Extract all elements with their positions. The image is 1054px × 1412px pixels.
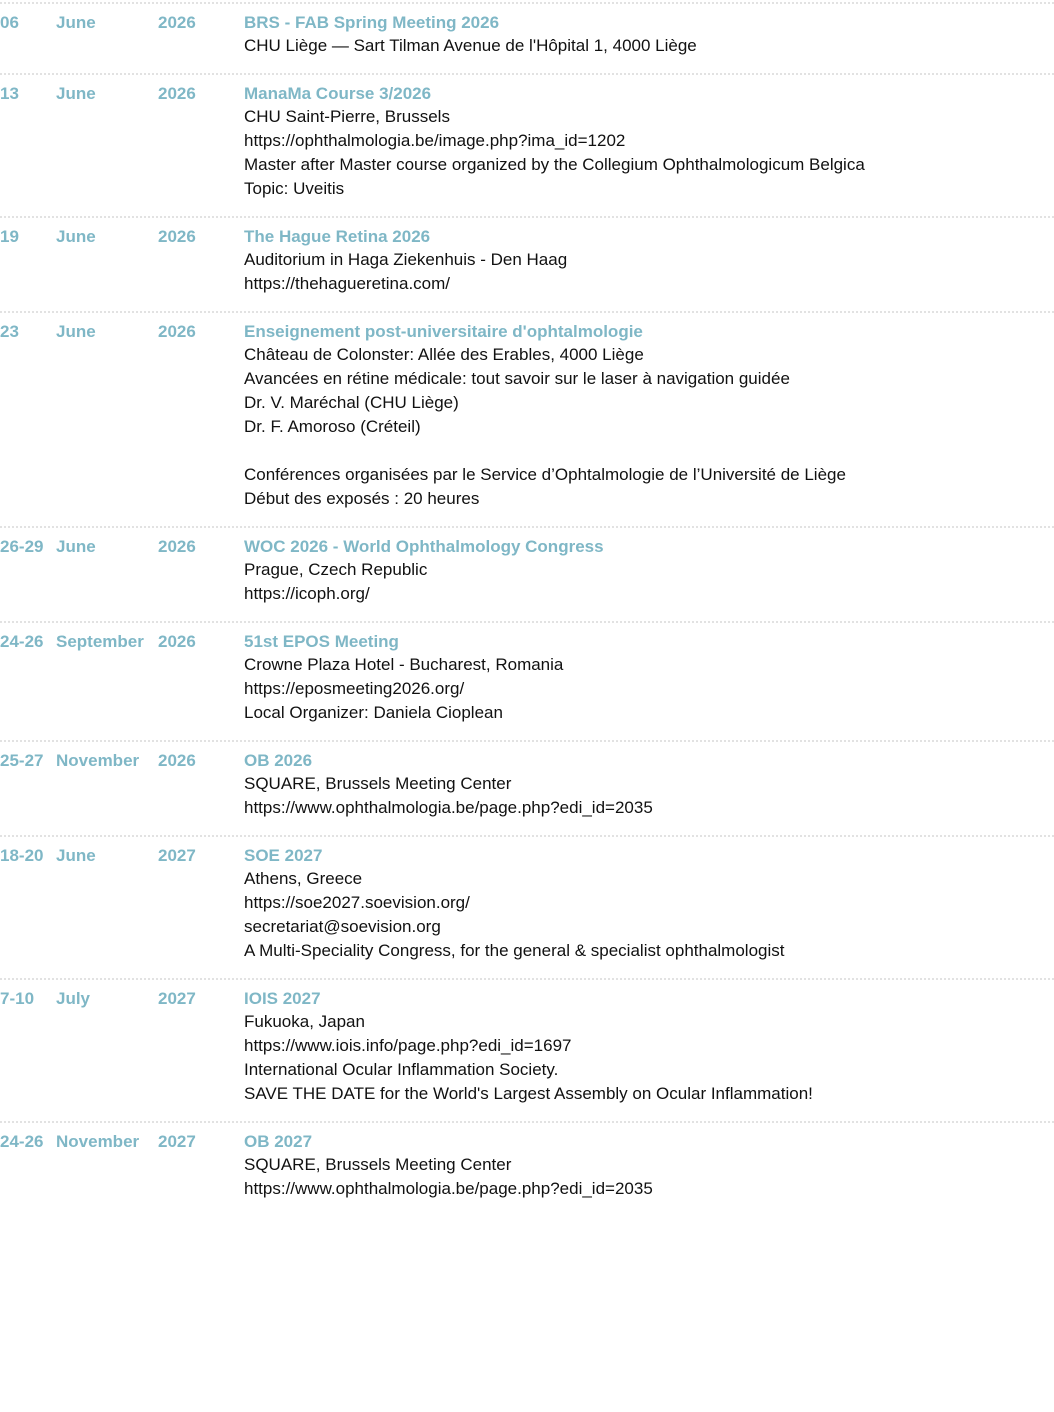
event-detail-line: Local Organizer: Daniela Cioplean	[244, 703, 503, 722]
event-detail-line: A Multi-Speciality Congress, for the gen…	[244, 941, 785, 960]
event-title-link[interactable]: ManaMa Course 3/2026	[244, 84, 432, 103]
event-year: 2026	[158, 632, 196, 651]
event-link[interactable]: https://eposmeeting2026.org/	[244, 679, 465, 698]
event-link[interactable]: https://www.ophthalmologia.be/page.php?e…	[244, 798, 653, 817]
event-day: 26-29	[0, 537, 44, 556]
event-day: 25-27	[0, 751, 44, 770]
event-title-link[interactable]: WOC 2026 - World Ophthalmology Congress	[244, 537, 604, 556]
event-link[interactable]: https://soe2027.soevision.org/	[244, 893, 470, 912]
event-detail-line: Avancées en rétine médicale: tout savoir…	[244, 369, 790, 388]
event-row: 26-29 June 2026 WOC 2026 - World Ophthalmol…	[0, 526, 1054, 621]
event-detail-line: SQUARE, Brussels Meeting Center	[244, 1155, 512, 1174]
event-day: 24-26	[0, 632, 44, 651]
event-year: 2027	[158, 846, 196, 865]
event-year: 2026	[158, 537, 196, 556]
event-link[interactable]: https://ophthalmologia.be/image.php?ima_…	[244, 131, 626, 150]
event-detail-line: Dr. V. Maréchal (CHU Liège)	[244, 393, 459, 412]
event-title-link[interactable]: SOE 2027	[244, 846, 323, 865]
event-day: 7-10	[0, 989, 35, 1008]
event-title-link[interactable]: OB 2026	[244, 751, 313, 770]
event-title-link[interactable]: BRS - FAB Spring Meeting 2026	[244, 13, 500, 32]
event-detail-line: Auditorium in Haga Ziekenhuis - Den Haag	[244, 250, 568, 269]
event-link[interactable]: https://www.iois.info/page.php?edi_id=16…	[244, 1036, 572, 1055]
event-year: 2026	[158, 751, 196, 770]
event-detail-line: Début des exposés : 20 heures	[244, 489, 480, 508]
event-detail-line: Athens, Greece	[244, 869, 363, 888]
event-details: Enseignement post-universitaire d'ophtal…	[244, 321, 1054, 511]
event-detail-line: CHU Saint-Pierre, Brussels	[244, 107, 450, 126]
event-title-link[interactable]: OB 2027	[244, 1132, 313, 1151]
event-detail-line: SAVE THE DATE for the World's Largest As…	[244, 1084, 813, 1103]
event-month: September	[56, 632, 144, 651]
event-day: 23	[0, 322, 19, 341]
event-day: 06	[0, 13, 19, 32]
event-detail-line: Prague, Czech Republic	[244, 560, 428, 579]
event-day: 19	[0, 227, 19, 246]
event-month: July	[56, 989, 91, 1008]
event-day: 13	[0, 84, 19, 103]
event-month: June	[56, 84, 96, 103]
event-link[interactable]: https://thehagueretina.com/	[244, 274, 451, 293]
event-day: 24-26	[0, 1132, 44, 1151]
event-title-link[interactable]: The Hague Retina 2026	[244, 227, 431, 246]
event-detail-line: Fukuoka, Japan	[244, 1012, 365, 1031]
event-detail-line: Master after Master course organized by …	[244, 155, 865, 174]
event-detail-line: Topic: Uveitis	[244, 179, 345, 198]
event-year: 2026	[158, 84, 196, 103]
event-year: 2027	[158, 989, 196, 1008]
event-detail-line: CHU Liège — Sart Tilman Avenue de l'Hôpi…	[244, 36, 697, 55]
event-month: June	[56, 227, 96, 246]
event-year: 2027	[158, 1132, 196, 1151]
event-month: June	[56, 322, 96, 341]
event-year: 2026	[158, 227, 196, 246]
event-month: June	[56, 537, 96, 556]
event-month: June	[56, 13, 96, 32]
event-year: 2026	[158, 322, 196, 341]
event-title-link[interactable]: Enseignement post-universitaire d'ophtal…	[244, 322, 643, 341]
event-month: June	[56, 846, 96, 865]
event-link[interactable]: https://icoph.org/	[244, 584, 370, 603]
event-detail-line	[244, 439, 1054, 463]
event-day: 18-20	[0, 846, 44, 865]
event-detail-line: Conférences organisées par le Service d’…	[244, 465, 846, 484]
event-detail-line: International Ocular Inflammation Societ…	[244, 1060, 559, 1079]
event-detail-line: Château de Colonster: Allée des Erables,…	[244, 345, 644, 364]
event-month: November	[56, 1132, 140, 1151]
event-detail-line: SQUARE, Brussels Meeting Center	[244, 774, 512, 793]
event-title-link[interactable]: 51st EPOS Meeting	[244, 632, 399, 651]
event-detail-line: Dr. F. Amoroso (Créteil)	[244, 417, 421, 436]
event-row: 23 June 2026 Enseignement post-universitair…	[0, 311, 1054, 526]
event-title-link[interactable]: IOIS 2027	[244, 989, 321, 1008]
event-link[interactable]: https://www.ophthalmologia.be/page.php?e…	[244, 1179, 653, 1198]
event-link[interactable]: secretariat@soevision.org	[244, 917, 441, 936]
event-detail-line: Crowne Plaza Hotel - Bucharest, Romania	[244, 655, 564, 674]
event-month: November	[56, 751, 140, 770]
event-year: 2026	[158, 13, 196, 32]
